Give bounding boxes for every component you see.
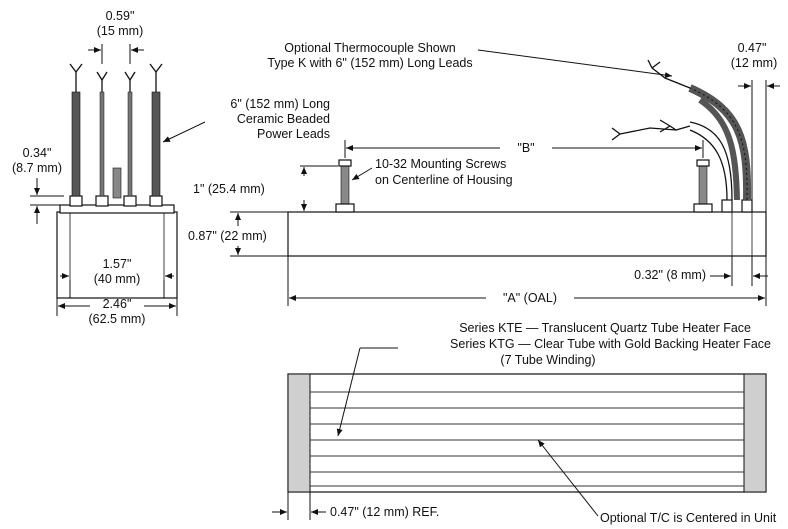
dim-b-label: "B" [517,141,534,155]
dim-034-mm-label: (8.7 mm) [12,161,62,175]
power-lead-right [149,63,163,197]
side-view: Optional Thermocouple Shown Type K with … [188,41,780,306]
leads-label-3: Power Leads [257,127,330,141]
kte-label: Series KTE — Translucent Quartz Tube Hea… [459,321,751,335]
thermocouple-label-1: Optional Thermocouple Shown [284,41,455,55]
face-end-cap-left [287,373,311,493]
dim-034-label: 0.34" [23,146,52,160]
end-view: 0.59" (15 mm) 6" (152 mm) Long Ceramic B… [12,9,330,326]
dim-059-label: 0.59" [106,9,135,23]
dim-047-ref-label: 0.47" (12 mm) REF. [330,505,439,519]
mounting-screw-left [335,159,355,213]
leads-label-2: Ceramic Beaded [237,112,330,126]
dim-087-label: 0.87" (22 mm) [188,229,267,243]
dim-157-mm-label: (40 mm) [94,272,141,286]
dim-157-label: 1.57" [103,257,132,271]
dim-a-label: "A" (OAL) [503,291,557,305]
dim-059-mm-label: (15 mm) [97,24,144,38]
side-view-housing [287,211,767,257]
face-end-cap-right [743,373,767,493]
dim-032-label: 0.32" (8 mm) [634,268,706,282]
dim-047-top-mm-label: (12 mm) [731,56,778,70]
power-lead-left [69,63,83,197]
tc-centered-label: Optional T/C is Centered in Unit [600,511,777,525]
thermocouple-wire-1 [96,71,108,197]
leads-label-1: 6" (152 mm) Long [230,97,330,111]
dim-246-mm-label: (62.5 mm) [89,312,146,326]
dim-047-top-label: 0.47" [738,41,767,55]
dim-246-label: 2.46" [103,297,132,311]
screws-label-1: 10-32 Mounting Screws [375,157,506,171]
end-view-housing [56,211,178,299]
thermocouple-label-2: Type K with 6" (152 mm) Long Leads [267,56,472,70]
dim-1in-label: 1" (25.4 mm) [193,182,265,196]
mounting-screw-right [693,159,713,213]
screws-label-2: on Centerline of Housing [375,173,513,187]
end-view-terminal-block [59,204,175,214]
winding-label: (7 Tube Winding) [500,353,595,367]
ktg-label: Series KTG — Clear Tube with Gold Backin… [450,337,771,351]
thermocouple-leads [611,119,733,201]
end-view-screw [112,167,122,199]
thermocouple-wire-2 [124,71,136,197]
tube-winding-lines [310,391,744,487]
side-power-leads [647,59,752,201]
face-view: Series KTE — Translucent Quartz Tube Hea… [272,321,777,525]
